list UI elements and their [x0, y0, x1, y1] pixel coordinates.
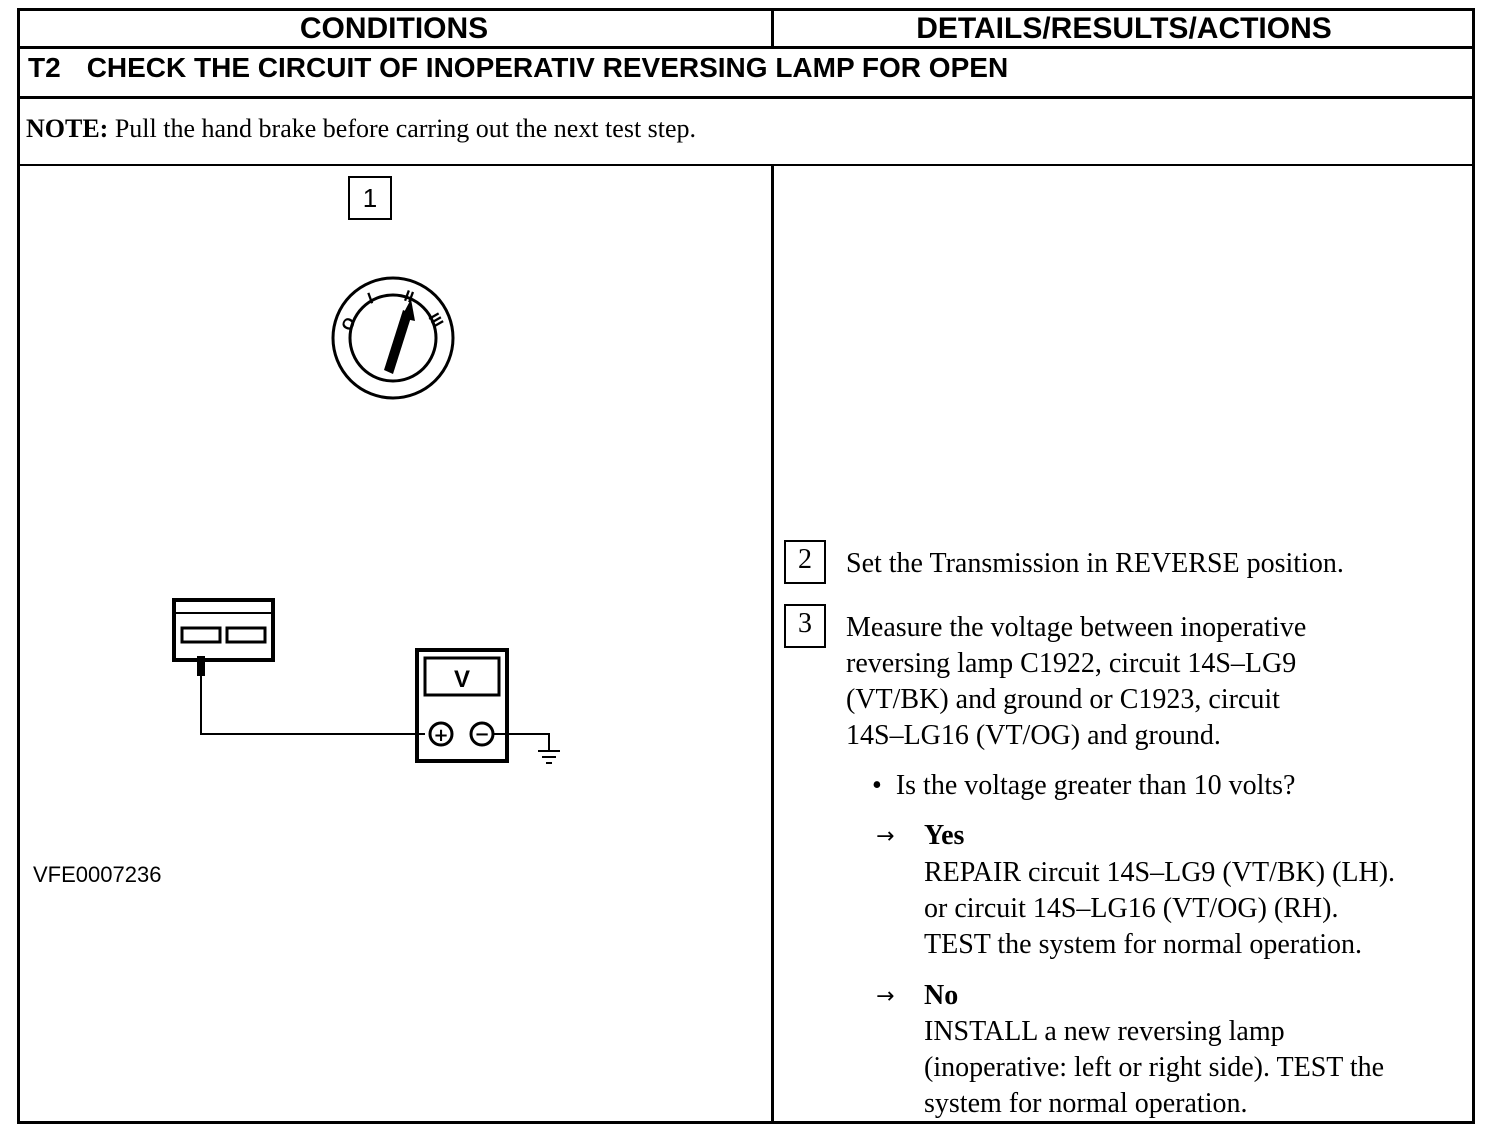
- probe-wire: [200, 676, 425, 735]
- result-no-text: INSTALL a new reversing lamp (inoperativ…: [924, 1016, 1385, 1119]
- ignition-position-2: II: [402, 288, 416, 307]
- procedure-table: [17, 8, 1475, 1124]
- conditions-header: CONDITIONS: [299, 12, 489, 45]
- step-3-text: Measure the voltage between inoperative …: [846, 612, 1307, 751]
- question: • Is the voltage greater than 10 volts?: [872, 768, 1295, 804]
- ground-icon: [538, 750, 560, 764]
- minus-terminal: −: [474, 724, 489, 745]
- step-number-2: 2: [784, 540, 826, 584]
- voltmeter-icon: V + −: [415, 648, 509, 763]
- title-divider: [17, 96, 1475, 99]
- note-text: Pull the hand brake before carring out t…: [108, 114, 697, 143]
- step-number-3: 3: [784, 604, 826, 648]
- arrow-right-icon: →: [876, 824, 895, 849]
- note-label: NOTE:: [26, 114, 109, 143]
- figure-id: VFE0007236: [33, 862, 162, 887]
- note: NOTE: Pull the hand brake before carring…: [26, 114, 696, 144]
- figure-step-number: 1: [348, 176, 392, 220]
- arrow-right-icon: →: [876, 984, 895, 1009]
- test-title: T2 CHECK THE CIRCUIT OF INOPERATIV REVERS…: [28, 52, 1008, 84]
- body-column-divider: [771, 165, 774, 1124]
- meter-label: V: [454, 666, 470, 693]
- details-header: DETAILS/RESULTS/ACTIONS: [916, 12, 1332, 45]
- header-column-divider: [771, 8, 774, 48]
- result-yes-text: REPAIR circuit 14S–LG9 (VT/BK) (LH). or …: [924, 857, 1396, 960]
- note-divider: [17, 164, 1475, 166]
- ignition-switch-icon: O I II III: [331, 276, 455, 400]
- plus-terminal: +: [433, 725, 448, 746]
- header-divider: [17, 46, 1475, 49]
- ignition-position-1: I: [366, 290, 376, 307]
- test-title-text: CHECK THE CIRCUIT OF INOPERATIV REVERSIN…: [86, 52, 1009, 83]
- step-2-text: Set the Transmission in REVERSE position…: [846, 548, 1344, 579]
- bullet-icon: •: [872, 770, 896, 801]
- connector-icon: [172, 598, 275, 676]
- result-yes-label: Yes: [924, 820, 965, 851]
- ground-wire: [493, 733, 550, 750]
- result-no-label: No: [924, 980, 959, 1011]
- test-code: T2: [28, 52, 61, 83]
- question-text: Is the voltage greater than 10 volts?: [895, 770, 1296, 801]
